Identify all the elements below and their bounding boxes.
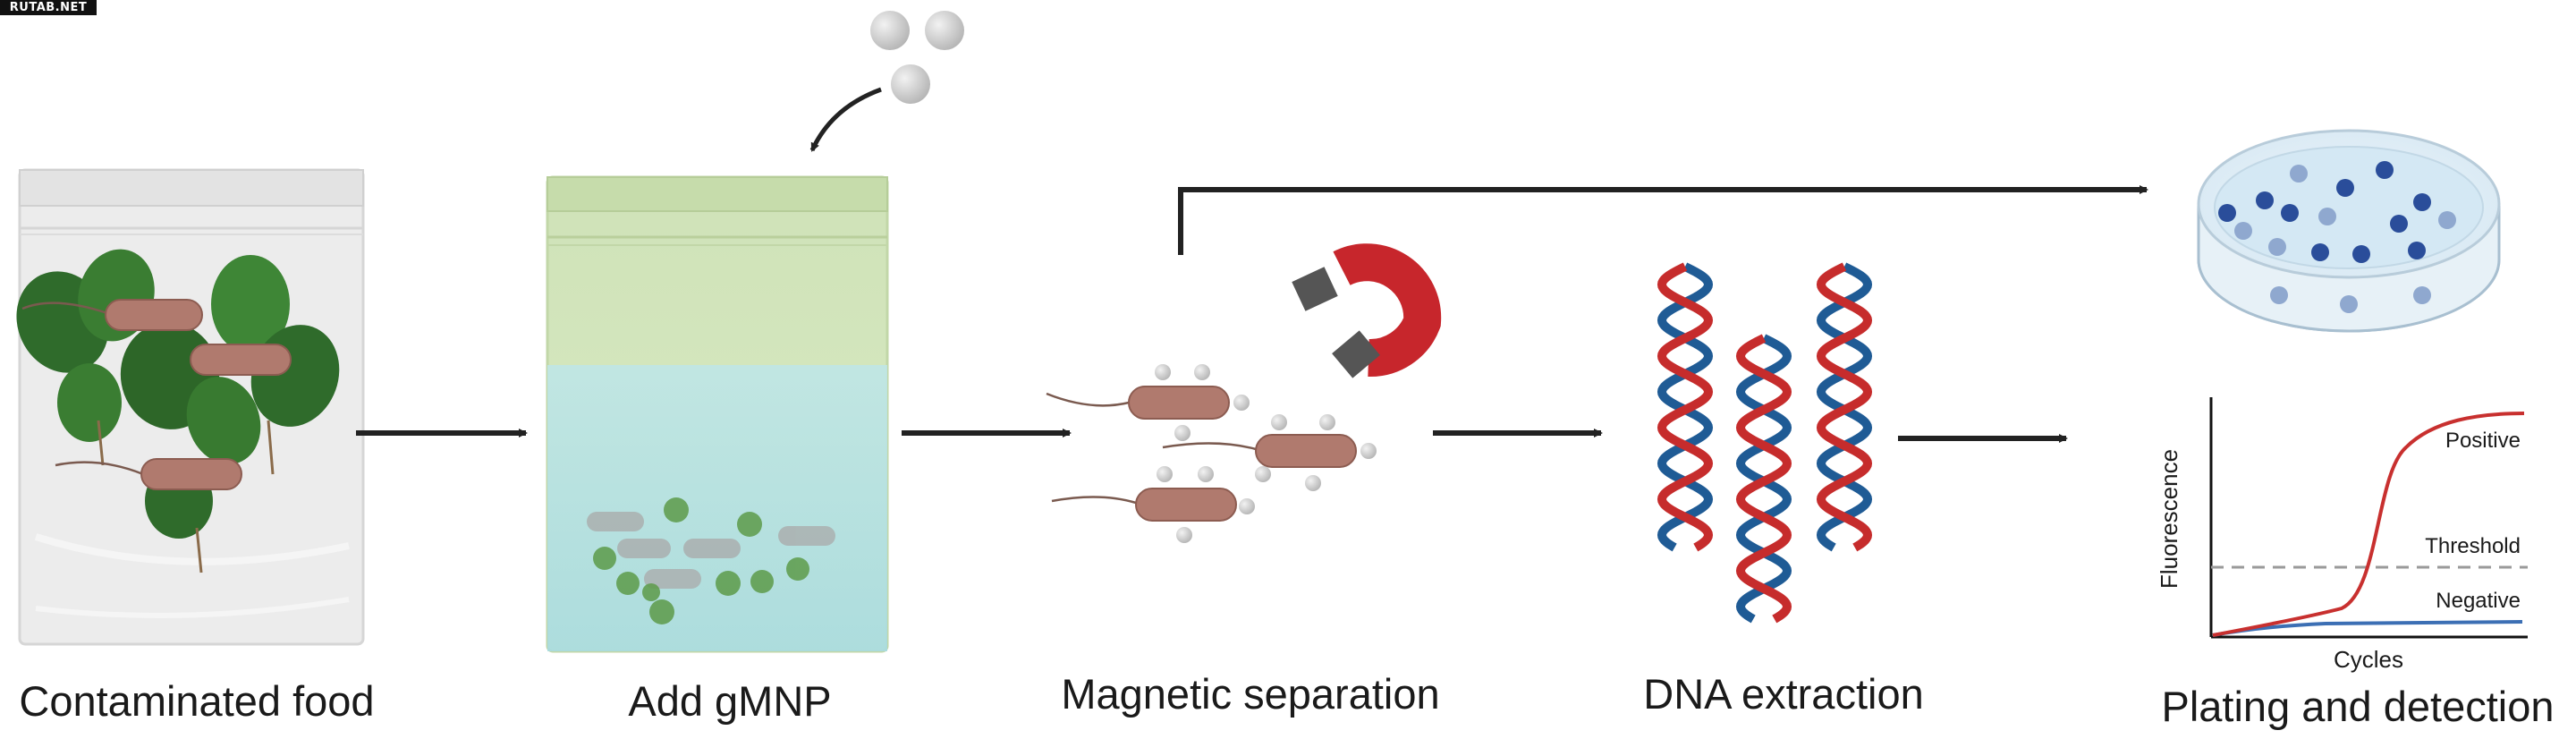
petri-dish-icon <box>2197 129 2501 333</box>
spinach-particles-icon <box>593 497 809 624</box>
contaminated-food-bag <box>16 168 365 646</box>
arrow-separation-to-plating <box>1178 185 2148 255</box>
watermark: RUTAB.NET <box>0 0 97 15</box>
step-label-contaminated-food: Contaminated food <box>19 677 374 725</box>
negative-curve <box>2212 620 2523 637</box>
positive-curve <box>2212 412 2525 637</box>
dna-helix-icon <box>1657 262 1873 624</box>
step-label-add-gmnp: Add gMNP <box>628 677 831 725</box>
step-label-plating-and-detection: Plating and detection <box>2162 683 2555 730</box>
negative-label: Negative <box>2436 589 2521 613</box>
dna-strand-red <box>1735 334 1792 624</box>
dna-strand-blue <box>1816 262 1873 552</box>
positive-label: Positive <box>2445 429 2521 453</box>
captured-bacteria-icon <box>1046 364 1377 543</box>
dna-strand-red <box>1816 262 1873 552</box>
bacteria-icon <box>21 299 292 490</box>
x-axis-label: Cycles <box>2334 646 2403 673</box>
dna-strand-blue <box>1735 334 1792 624</box>
step-label-magnetic-separation: Magnetic separation <box>1061 670 1439 718</box>
arrow-add-beads <box>809 87 882 152</box>
threshold-label: Threshold <box>2425 534 2521 558</box>
step-label-dna-extraction: DNA extraction <box>1643 670 1923 718</box>
dna-strand-red <box>1657 262 1714 552</box>
dna-strand-blue <box>1657 262 1714 552</box>
magnet-icon <box>1292 243 1442 378</box>
bacterial-colony-icon <box>2218 161 2456 313</box>
y-axis-label: Fluorescence <box>2156 449 2182 589</box>
qpcr-plot: Positive Threshold Negative Cycles Fluor… <box>2156 397 2528 673</box>
gmnp-bag <box>546 175 889 653</box>
gmnp-beads-icon <box>870 11 964 104</box>
bacteria-in-solution-icon <box>587 512 835 589</box>
